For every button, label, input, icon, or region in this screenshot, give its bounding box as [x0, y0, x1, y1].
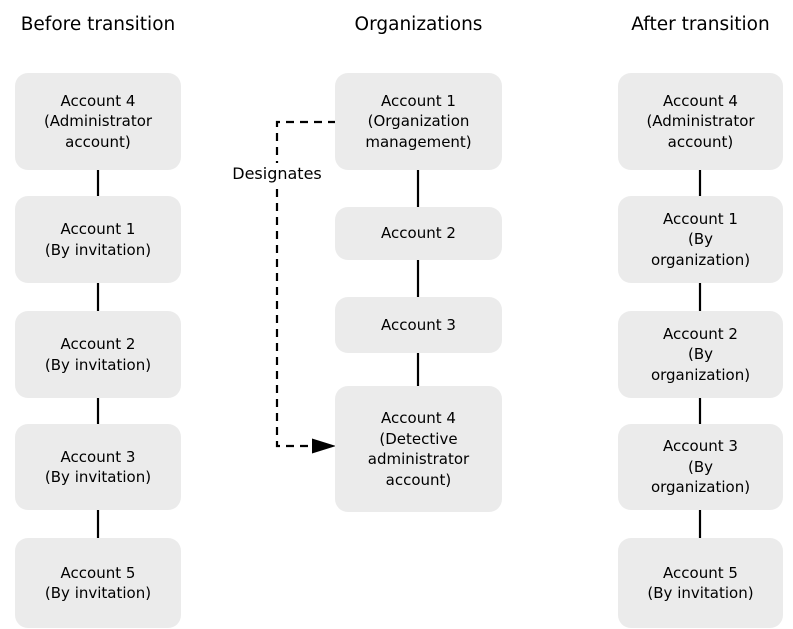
designates-label: Designates [221, 163, 333, 185]
node-after-account-1-by-organization: Account 1 (By organization) [618, 196, 783, 283]
node-before-account-3-by-invitation: Account 3 (By invitation) [15, 424, 181, 510]
node-before-account-5-by-invitation: Account 5 (By invitation) [15, 538, 181, 628]
node-org-account-1-management: Account 1 (Organization management) [335, 73, 502, 170]
column-title-before-transition: Before transition [20, 14, 176, 35]
node-after-account-2-by-organization: Account 2 (By organization) [618, 311, 783, 398]
node-org-account-2: Account 2 [335, 207, 502, 260]
designates-arrow [275, 120, 336, 454]
node-org-account-4-detective-admin: Account 4 (Detective administrator accou… [335, 386, 502, 512]
column-title-after-transition: After transition [631, 14, 770, 35]
node-org-account-3: Account 3 [335, 297, 502, 353]
node-after-account-4-administrator: Account 4 (Administrator account) [618, 73, 783, 170]
node-after-account-3-by-organization: Account 3 (By organization) [618, 424, 783, 510]
node-before-account-2-by-invitation: Account 2 (By invitation) [15, 311, 181, 398]
node-before-account-1-by-invitation: Account 1 (By invitation) [15, 196, 181, 283]
node-before-account-4-administrator: Account 4 (Administrator account) [15, 73, 181, 170]
column-title-organizations: Organizations [354, 14, 483, 35]
arrowhead-icon [312, 438, 336, 454]
node-after-account-5-by-invitation: Account 5 (By invitation) [618, 538, 783, 628]
